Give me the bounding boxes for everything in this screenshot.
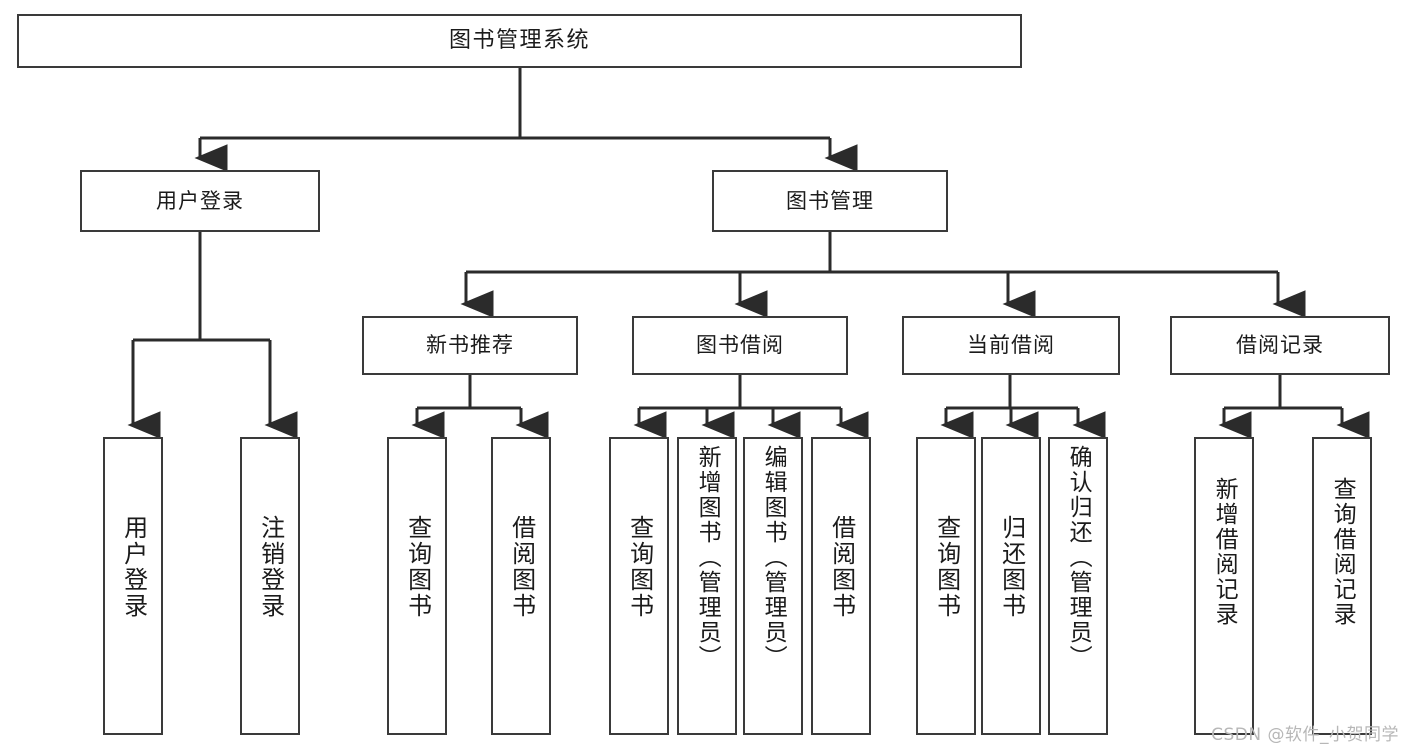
- node-borrow-record-label: 借阅记录: [1236, 333, 1324, 358]
- leaf-return-book-label: 归还图书: [997, 515, 1026, 619]
- leaf-query-book-1[interactable]: 查询图书: [387, 437, 447, 735]
- node-user-login[interactable]: 用户登录: [80, 170, 320, 232]
- node-new-book-recommend[interactable]: 新书推荐: [362, 316, 578, 375]
- leaf-add-record[interactable]: 新增借阅记录: [1194, 437, 1254, 735]
- leaf-user-login[interactable]: 用户登录: [103, 437, 163, 735]
- node-book-borrow[interactable]: 图书借阅: [632, 316, 848, 375]
- node-book-management-label: 图书管理: [786, 188, 874, 213]
- leaf-query-book-3[interactable]: 查询图书: [916, 437, 976, 735]
- node-root[interactable]: 图书管理系统: [17, 14, 1022, 68]
- node-book-borrow-label: 图书借阅: [696, 333, 784, 358]
- leaf-add-record-label: 新增借阅记录: [1211, 477, 1238, 627]
- leaf-add-book[interactable]: 新增图书（管理员）: [677, 437, 737, 735]
- leaf-return-book[interactable]: 归还图书: [981, 437, 1041, 735]
- leaf-user-logout[interactable]: 注销登录: [240, 437, 300, 735]
- node-current-borrow[interactable]: 当前借阅: [902, 316, 1120, 375]
- watermark: CSDN @软件_小贺同学: [1211, 725, 1399, 745]
- leaf-edit-book-label: 编辑图书（管理员）: [760, 445, 787, 670]
- leaf-query-record[interactable]: 查询借阅记录: [1312, 437, 1372, 735]
- leaf-borrow-book-2-label: 借阅图书: [827, 515, 856, 619]
- leaf-user-logout-label: 注销登录: [256, 515, 285, 619]
- leaf-confirm-return[interactable]: 确认归还（管理员）: [1048, 437, 1108, 735]
- leaf-edit-book[interactable]: 编辑图书（管理员）: [743, 437, 803, 735]
- leaf-user-login-label: 用户登录: [119, 515, 148, 619]
- leaf-query-book-2[interactable]: 查询图书: [609, 437, 669, 735]
- leaf-query-record-label: 查询借阅记录: [1329, 477, 1356, 627]
- leaf-add-book-label: 新增图书（管理员）: [694, 445, 721, 670]
- leaf-query-book-1-label: 查询图书: [403, 515, 432, 619]
- leaf-borrow-book-2[interactable]: 借阅图书: [811, 437, 871, 735]
- node-root-label: 图书管理系统: [448, 28, 590, 54]
- leaf-confirm-return-label: 确认归还（管理员）: [1065, 445, 1092, 670]
- node-book-management[interactable]: 图书管理: [712, 170, 948, 232]
- leaf-query-book-3-label: 查询图书: [932, 515, 961, 619]
- leaf-query-book-2-label: 查询图书: [625, 515, 654, 619]
- node-new-book-recommend-label: 新书推荐: [426, 333, 514, 358]
- node-current-borrow-label: 当前借阅: [967, 333, 1055, 358]
- leaf-borrow-book-1[interactable]: 借阅图书: [491, 437, 551, 735]
- leaf-borrow-book-1-label: 借阅图书: [507, 515, 536, 619]
- node-user-login-label: 用户登录: [156, 188, 244, 213]
- node-borrow-record[interactable]: 借阅记录: [1170, 316, 1390, 375]
